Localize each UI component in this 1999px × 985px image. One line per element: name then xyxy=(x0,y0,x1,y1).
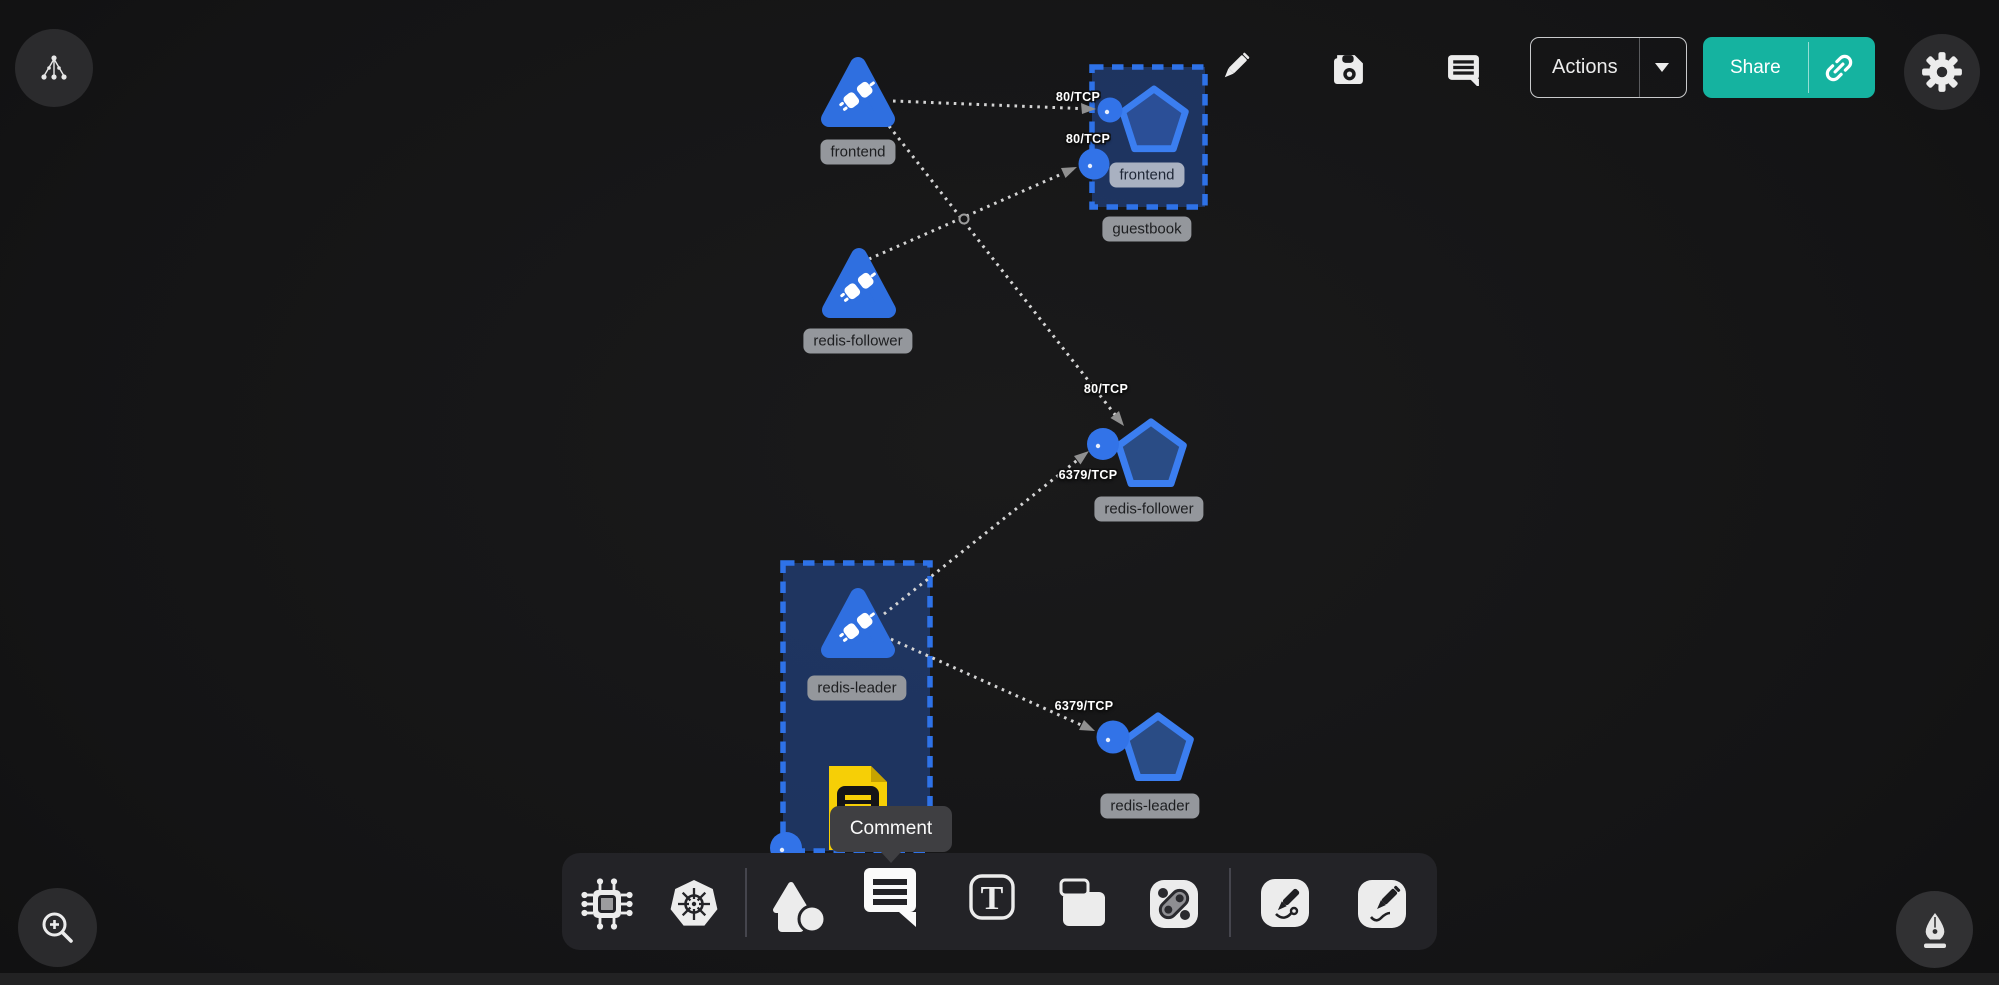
label-redis-follower-service: redis-follower xyxy=(1094,496,1204,522)
label-redis-follower-deployment: redis-follower xyxy=(803,328,913,354)
edge-crossing-marker xyxy=(958,213,970,225)
zoom-in-button[interactable] xyxy=(18,888,97,967)
comment-icon xyxy=(1448,55,1479,86)
arrowhead xyxy=(1061,167,1077,178)
button-divider xyxy=(1807,42,1809,93)
tree-icon xyxy=(41,55,67,80)
gear-icon xyxy=(1922,52,1962,92)
toolbar-divider xyxy=(745,868,747,937)
actions-label: Actions xyxy=(1552,56,1618,78)
tree-view-button[interactable] xyxy=(15,29,93,107)
arrowhead xyxy=(1081,103,1096,114)
arrowhead xyxy=(1074,451,1089,465)
settings-button[interactable] xyxy=(1904,34,1980,110)
node-redis-leader-service[interactable] xyxy=(1122,712,1194,781)
frame-icon xyxy=(1059,878,1105,926)
shapes-tool-button[interactable] xyxy=(773,880,827,934)
pen-icon xyxy=(1261,879,1309,927)
link-icon xyxy=(1825,54,1852,81)
label-guestbook-service: frontend xyxy=(1109,162,1185,188)
pencil-icon xyxy=(1224,52,1250,78)
arrowhead xyxy=(1079,720,1095,731)
chip-icon xyxy=(581,878,633,930)
shapes-icon xyxy=(773,882,827,934)
comment-tool-button[interactable] xyxy=(857,862,923,928)
node-redis-follower-service[interactable] xyxy=(1115,418,1187,487)
actions-dropdown-toggle[interactable] xyxy=(1640,38,1684,97)
kubernetes-tool-button[interactable] xyxy=(667,877,721,931)
comments-button[interactable] xyxy=(1446,51,1481,86)
tooltip: Comment xyxy=(830,806,952,852)
chain-link-icon xyxy=(1150,880,1198,928)
label-frontend-deployment: frontend xyxy=(820,139,896,165)
plug-icon xyxy=(840,272,876,302)
frame-tool-button[interactable] xyxy=(1058,877,1110,929)
port[interactable] xyxy=(1087,428,1119,460)
save-button[interactable] xyxy=(1333,52,1366,85)
connection-tool-button[interactable] xyxy=(1147,877,1201,931)
edge-redis-follower-to-frontend-service[interactable] xyxy=(868,167,1074,261)
edge-frontend-to-frontend-service[interactable] xyxy=(892,99,1092,111)
kubernetes-helm-icon xyxy=(670,880,718,926)
edit-button[interactable] xyxy=(1216,50,1252,86)
arrowhead xyxy=(1110,411,1124,426)
window-bottom-strip xyxy=(0,973,1999,985)
label-guestbook-group: guestbook xyxy=(1102,216,1192,242)
plug-icon xyxy=(839,612,875,642)
edge-redis-leader-to-redis-follower-service[interactable] xyxy=(883,452,1086,616)
port[interactable] xyxy=(1096,720,1130,754)
edge-label-port: 80/TCP xyxy=(1055,90,1101,104)
edge-label-port: 80/TCP xyxy=(1065,132,1111,146)
text-tool-button[interactable]: T xyxy=(965,870,1019,924)
plug-icon xyxy=(839,81,875,111)
chevron-down-icon xyxy=(1654,63,1669,72)
text-tool-glyph: T xyxy=(981,880,1004,917)
edge-label-port: 6379/TCP xyxy=(1054,699,1114,713)
node-redis-leader-deployment[interactable] xyxy=(821,588,895,658)
share-label: Share xyxy=(1730,56,1781,78)
pen-mode-button[interactable] xyxy=(1896,891,1973,968)
pen-tool-button[interactable] xyxy=(1259,877,1311,929)
text-icon: T xyxy=(969,874,1015,920)
edge-frontend-to-redis-follower-service[interactable] xyxy=(887,125,1122,422)
node-frontend-deployment[interactable] xyxy=(821,57,895,127)
actions-button[interactable]: Actions xyxy=(1530,37,1687,98)
pencil-scribble-icon xyxy=(1358,880,1406,928)
button-divider xyxy=(1638,38,1640,97)
node-redis-follower-deployment[interactable] xyxy=(822,248,896,318)
bottom-toolbar: T xyxy=(562,853,1437,950)
pen-nib-icon xyxy=(1923,912,1946,948)
zoom-in-icon xyxy=(42,912,73,943)
edge-label-port: 80/TCP xyxy=(1083,382,1129,396)
service-ports xyxy=(770,97,1130,864)
share-button[interactable]: Share xyxy=(1703,37,1875,98)
edge-label-port: 6379/TCP xyxy=(1058,468,1118,482)
comment-icon xyxy=(864,868,916,927)
tooltip-text: Comment xyxy=(849,818,933,839)
node-guestbook-frontend-service[interactable] xyxy=(1119,85,1189,153)
floppy-save-icon xyxy=(1334,55,1363,84)
label-redis-leader-deployment: redis-leader xyxy=(807,675,907,701)
port[interactable] xyxy=(1078,148,1110,180)
copy-link-button[interactable] xyxy=(1809,37,1869,98)
port[interactable] xyxy=(1097,97,1123,123)
cluster-tool-button[interactable] xyxy=(581,878,633,930)
toolbar-divider xyxy=(1229,868,1231,937)
label-redis-leader-service: redis-leader xyxy=(1100,793,1200,819)
pencil-draw-tool-button[interactable] xyxy=(1356,878,1408,930)
